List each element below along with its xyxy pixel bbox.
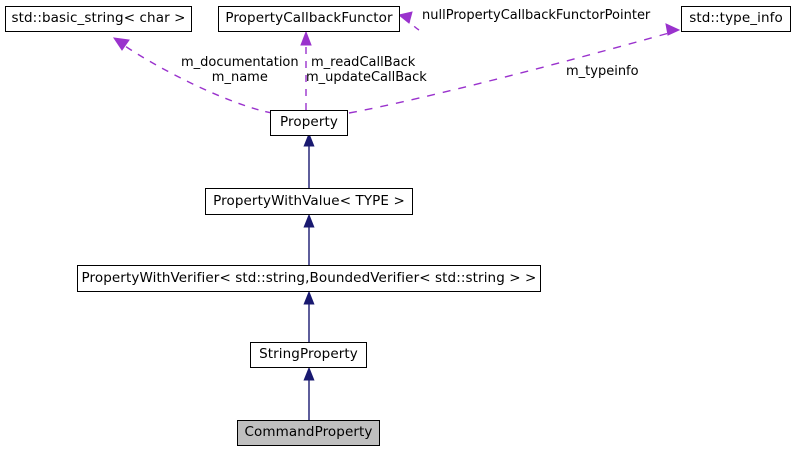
association-edge-property-to-callback-functor xyxy=(300,30,312,110)
class-node-label: PropertyCallbackFunctor xyxy=(225,10,393,27)
class-node-string-property[interactable]: StringProperty xyxy=(250,342,367,368)
edge-label-documentation-name: m_documentation m_name xyxy=(181,55,299,85)
edge-label-line: m_readCallBack xyxy=(311,55,416,70)
inheritance-edge-string-property-to-property-with-verifier xyxy=(303,290,315,342)
edge-label-line: m_documentation xyxy=(181,55,299,70)
association-edges xyxy=(112,11,681,114)
class-node-label: std::basic_string< char > xyxy=(11,10,186,27)
class-node-property-with-verifier[interactable]: PropertyWithVerifier< std::string,Bounde… xyxy=(77,265,541,292)
association-edge-property-to-type-info xyxy=(348,23,681,114)
edge-label-line: m_name xyxy=(211,70,268,85)
class-node-label: StringProperty xyxy=(259,346,358,363)
edge-label-line: m_updateCallBack xyxy=(306,70,427,85)
inheritance-edges xyxy=(303,132,315,420)
class-node-label: PropertyWithValue< TYPE > xyxy=(213,192,405,209)
class-node-property-with-value[interactable]: PropertyWithValue< TYPE > xyxy=(205,188,413,215)
class-node-label: Property xyxy=(280,114,338,131)
association-edge-null-pointer-to-callback-functor xyxy=(397,11,420,31)
edge-label-line: nullPropertyCallbackFunctorPointer xyxy=(422,8,651,23)
class-node-label: CommandProperty xyxy=(244,424,373,441)
class-node-std-basic-string[interactable]: std::basic_string< char > xyxy=(5,6,192,32)
class-node-property[interactable]: Property xyxy=(270,110,348,136)
class-node-property-callback-functor[interactable]: PropertyCallbackFunctor xyxy=(218,6,400,32)
inheritance-edge-property-with-verifier-to-property-with-value xyxy=(303,213,315,265)
edge-label-null-callback-pointer: nullPropertyCallbackFunctorPointer xyxy=(422,8,650,23)
class-node-command-property[interactable]: CommandProperty xyxy=(237,420,380,446)
edge-label-read-update-callback: m_readCallBack m_updateCallBack xyxy=(306,55,427,85)
class-node-std-type-info[interactable]: std::type_info xyxy=(681,6,791,32)
class-node-label: std::type_info xyxy=(689,10,783,27)
inheritance-edge-property-with-value-to-property xyxy=(303,132,315,188)
inheritance-edge-command-property-to-string-property xyxy=(303,366,315,420)
edge-label-typeinfo: m_typeinfo xyxy=(566,64,639,79)
association-edge-property-to-basic-string xyxy=(112,37,273,114)
class-node-label: PropertyWithVerifier< std::string,Bounde… xyxy=(81,269,537,286)
edge-label-line: m_typeinfo xyxy=(566,64,639,79)
